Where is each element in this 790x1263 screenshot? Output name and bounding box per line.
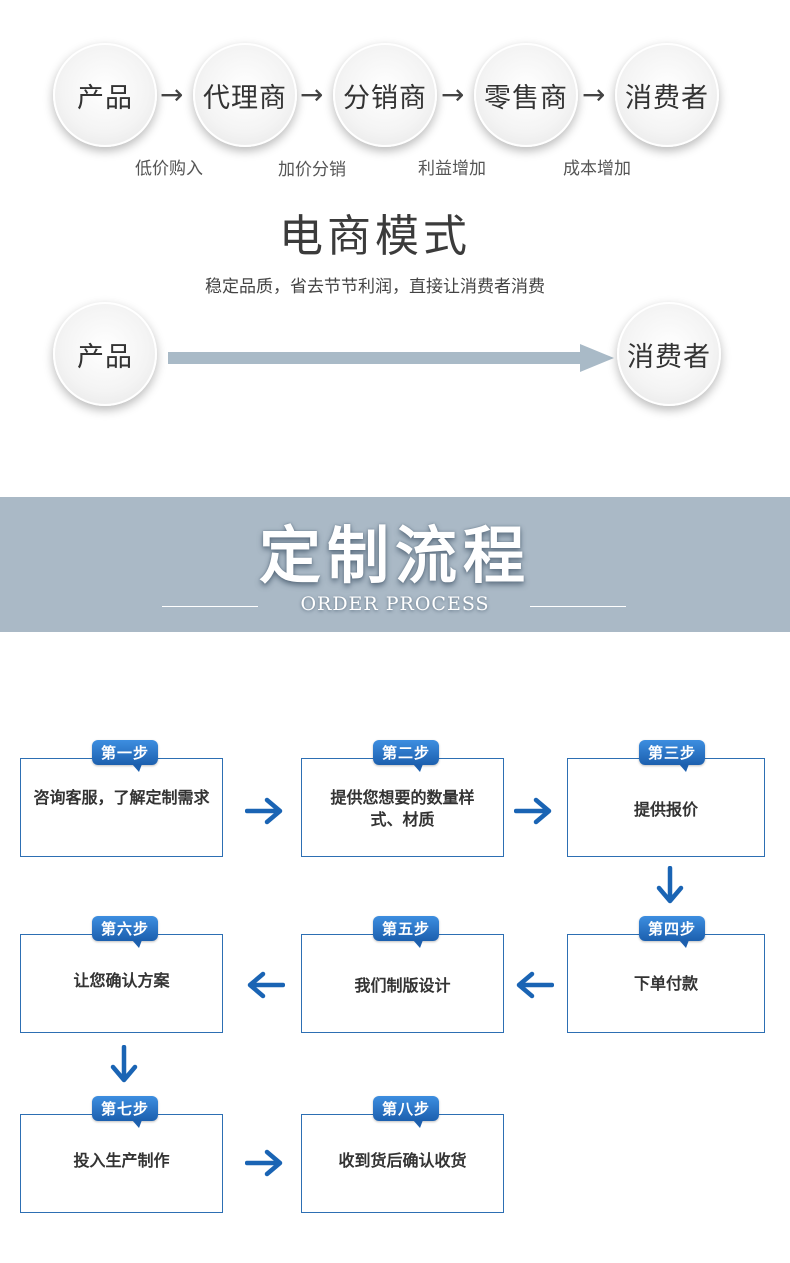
ecommerce-node-consumer: 消费者 — [617, 302, 721, 406]
arrow-right-icon — [514, 796, 554, 826]
step-tag-7: 第七步 — [92, 1096, 158, 1128]
chain-node-label: 代理商 — [203, 82, 287, 114]
step-tag-6: 第六步 — [92, 916, 158, 948]
step-box-2: 提供您想要的数量样式、材质 — [301, 758, 504, 857]
step-tag-2: 第二步 — [373, 740, 439, 772]
step-box-3: 提供报价 — [567, 758, 765, 857]
chain-node-label: 消费者 — [625, 82, 709, 114]
chain-node-label: 零售商 — [484, 82, 568, 114]
chain-arrow: → — [441, 78, 465, 111]
chain-arrow: → — [300, 78, 324, 111]
step-text: 收到货后确认收货 — [338, 1151, 467, 1170]
ecommerce-node-label: 产品 — [77, 341, 133, 373]
step-box-4: 下单付款 — [567, 934, 765, 1033]
chain-label-profit: 利益增加 — [418, 159, 486, 179]
step-text: 咨询客服，了解定制需求 — [33, 788, 210, 807]
arrow-down-icon — [655, 866, 685, 906]
arrow-right-icon — [245, 796, 285, 826]
ecommerce-node-label: 消费者 — [627, 341, 711, 373]
step-tag-3: 第三步 — [639, 740, 705, 772]
chain-arrow: → — [160, 78, 184, 111]
process-banner: 定制流程 ORDER PROCESS — [0, 497, 790, 632]
banner-title: 定制流程 — [258, 519, 531, 592]
chain-arrow: → — [582, 78, 606, 111]
chain-node-agent: 代理商 — [193, 43, 297, 147]
arrow-right-icon — [245, 1148, 285, 1178]
step-tag-1: 第一步 — [92, 740, 158, 772]
step-text: 提供您想要的数量样式、材质 — [330, 788, 475, 829]
banner-divider-right — [530, 606, 626, 607]
chain-node-label: 分销商 — [343, 82, 427, 114]
step-text: 我们制版设计 — [354, 976, 451, 995]
chain-node-retailer: 零售商 — [474, 43, 578, 147]
direct-arrow-head — [580, 344, 614, 372]
step-text: 下单付款 — [633, 974, 698, 993]
arrow-down-icon — [109, 1045, 139, 1085]
step-box-5: 我们制版设计 — [301, 934, 504, 1033]
step-tag-4: 第四步 — [639, 916, 705, 948]
step-box-1: 咨询客服，了解定制需求 — [20, 758, 223, 857]
step-text: 提供报价 — [633, 800, 698, 819]
step-tag-8: 第八步 — [373, 1096, 439, 1128]
direct-arrow-shaft — [168, 352, 582, 364]
chain-label-cost: 成本增加 — [563, 159, 631, 179]
step-tag-5: 第五步 — [373, 916, 439, 948]
arrow-left-icon — [245, 970, 285, 1000]
step-text: 让您确认方案 — [73, 971, 170, 990]
step-box-7: 投入生产制作 — [20, 1114, 223, 1213]
step-box-8: 收到货后确认收货 — [301, 1114, 504, 1213]
ecommerce-node-product: 产品 — [53, 302, 157, 406]
ecommerce-title: 电商模式 — [279, 211, 471, 262]
chain-node-consumer: 消费者 — [615, 43, 719, 147]
step-box-6: 让您确认方案 — [20, 934, 223, 1033]
chain-node-product: 产品 — [53, 43, 157, 147]
chain-node-distributor: 分销商 — [333, 43, 437, 147]
ecommerce-subtitle: 稳定品质，省去节节利润，直接让消费者消费 — [205, 277, 545, 297]
arrow-left-icon — [514, 970, 554, 1000]
chain-label-markup: 加价分销 — [278, 160, 346, 180]
banner-divider-left — [162, 606, 258, 607]
banner-subtitle: ORDER PROCESS — [300, 593, 490, 615]
chain-node-label: 产品 — [77, 82, 133, 114]
chain-label-low-price: 低价购入 — [135, 159, 203, 179]
step-text: 投入生产制作 — [73, 1151, 170, 1170]
